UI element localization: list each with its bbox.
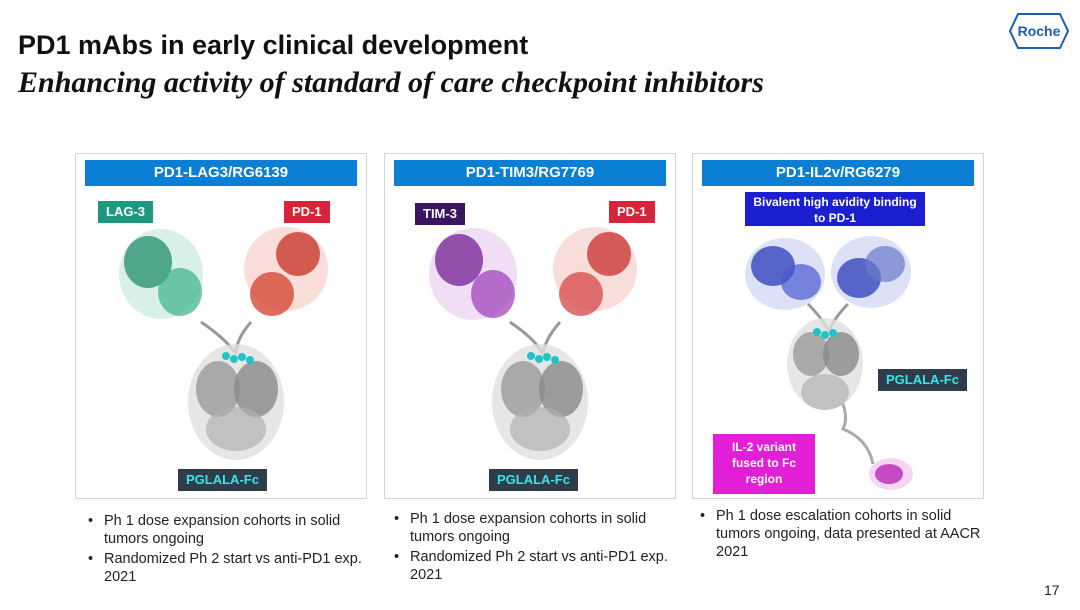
antibody-structure-image — [429, 227, 637, 460]
slide-title: PD1 mAbs in early clinical development — [18, 30, 529, 60]
panel-3-bullets: Ph 1 dose escalation cohorts in solid tu… — [696, 507, 986, 563]
bullet: Ph 1 dose escalation cohorts in solid tu… — [696, 507, 986, 561]
roche-logo: Roche — [1008, 13, 1070, 49]
bullet: Ph 1 dose expansion cohorts in solid tum… — [390, 510, 680, 546]
panel-pd1-lag3: PD1-LAG3/RG6139 LAG-3 PD-1 PGLALA-Fc — [75, 153, 367, 499]
panel-pd1-tim3: PD1-TIM3/RG7769 TIM-3 PD-1 PGLALA-Fc — [384, 153, 676, 499]
slide-subtitle: Enhancing activity of standard of care c… — [18, 66, 764, 99]
pd1-label: PD-1 — [609, 201, 655, 223]
antibody-structure-image — [119, 227, 328, 460]
antibody-structure-image — [745, 236, 913, 490]
lag3-label: LAG-3 — [98, 201, 153, 223]
il2-variant-label: IL-2 variant fused to Fc region — [713, 434, 815, 494]
tim3-label: TIM-3 — [415, 203, 465, 225]
panel-1-bullets: Ph 1 dose expansion cohorts in solid tum… — [84, 512, 374, 588]
panel-title: PD1-LAG3/RG6139 — [85, 160, 357, 186]
pglala-fc-label: PGLALA-Fc — [878, 369, 967, 391]
pd1-label: PD-1 — [284, 201, 330, 223]
pglala-fc-label: PGLALA-Fc — [178, 469, 267, 491]
panel-title: PD1-TIM3/RG7769 — [394, 160, 666, 186]
bivalent-label: Bivalent high avidity binding to PD-1 — [745, 192, 925, 226]
bullet: Ph 1 dose expansion cohorts in solid tum… — [84, 512, 374, 548]
panel-pd1-il2v: PD1-IL2v/RG6279 Bivalent high avidity bi… — [692, 153, 984, 499]
bullet: Randomized Ph 2 start vs anti-PD1 exp. 2… — [84, 550, 374, 586]
panel-title: PD1-IL2v/RG6279 — [702, 160, 974, 186]
page-number: 17 — [1044, 582, 1060, 598]
panel-2-bullets: Ph 1 dose expansion cohorts in solid tum… — [390, 510, 680, 586]
bullet: Randomized Ph 2 start vs anti-PD1 exp. 2… — [390, 548, 680, 584]
pglala-fc-label: PGLALA-Fc — [489, 469, 578, 491]
roche-logo-text: Roche — [1018, 23, 1061, 39]
